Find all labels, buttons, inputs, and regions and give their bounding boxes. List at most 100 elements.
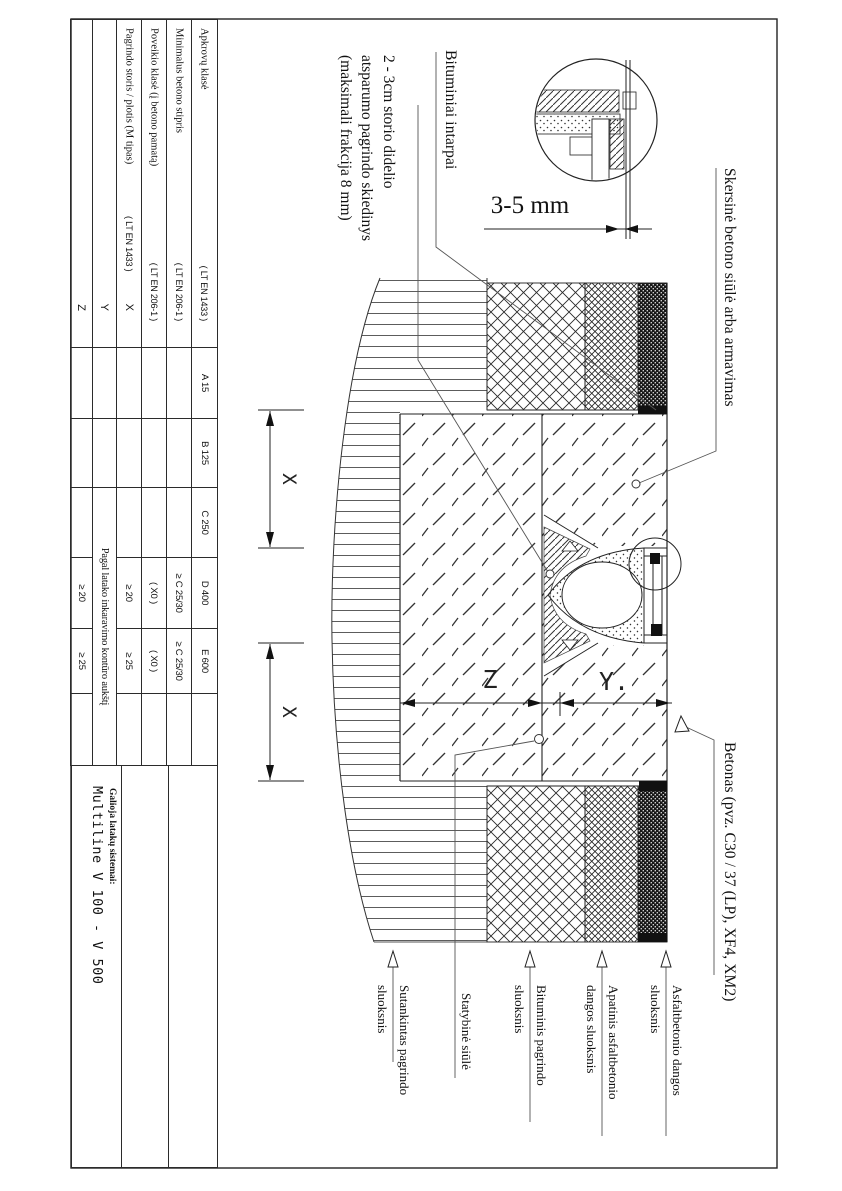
spec-row-exposure-class: Poveikio klasė (į betono pamatą) ( LT EN…: [141, 19, 167, 766]
dimension-label-z: Z: [482, 664, 498, 694]
layer-label-sutankintas-1: Sutankintas pagrindo: [397, 985, 412, 1096]
title-block-system: Galioja latakų sistemai: Multiline V 100…: [72, 766, 121, 1167]
spec-cell: [141, 693, 167, 766]
spec-cell: [166, 418, 192, 488]
callout-skiedinys-line2: atsparumo pagrindo skiedinys: [358, 55, 376, 241]
spec-cell: [191, 693, 218, 766]
leader-statybine: [454, 740, 535, 1078]
layer-label-sutankintas-2: sluoksnis: [375, 985, 390, 1034]
spec-cell: [70, 418, 93, 488]
callout-skiedinys-line3: (maksimali frakcija 8 mm): [337, 55, 354, 221]
layer-label-apatinis-1: Apatinis asfaltbetonio: [606, 985, 621, 1100]
spec-cell: ≥ 25: [70, 628, 93, 694]
spec-cell: D 400: [191, 557, 218, 629]
title-block: Galioja latakų sistemai: Multiline V 100…: [71, 765, 218, 1168]
system-caption: Galioja latakų sistemai:: [107, 788, 117, 885]
leader-skersine: [638, 168, 717, 484]
dimension-label-x-left: X: [278, 473, 300, 485]
spec-label-text: Pagrindo storis / plotis (M tipas): [123, 28, 135, 165]
spec-row-label: Z: [70, 19, 93, 348]
layer-label-apatinis-2: dangos sluoksnis: [584, 985, 599, 1074]
spec-row-label: Apkrovų klasė ( LT EN 1433 ): [191, 19, 218, 348]
spec-row-base-x: Pagrindo storis / plotis (M tipas) ( LT …: [116, 19, 142, 766]
spec-cell: [70, 487, 93, 558]
dimension-label-gap: 3-5 mm: [490, 192, 570, 219]
spec-cell-anchoring-note: Pagal latako inkaravimo kontūro aukštį: [92, 487, 117, 766]
spec-cell: ( X0 ): [141, 557, 167, 629]
callout-bituminiai: Bituminiai intarpai: [442, 50, 459, 170]
spec-cell: [141, 418, 167, 488]
callout-betonas: Betonas (pvz. C30 / 37 (LP), XF4, XM2): [721, 742, 738, 1002]
detail-reference-circle: [628, 537, 682, 591]
dimension-x-right: [258, 642, 304, 782]
system-name: Multiline V 100 - V 500: [89, 786, 105, 985]
spec-row-label: Poveikio klasė (į betono pamatą) ( LT EN…: [141, 19, 167, 348]
spec-label-text: Apkrovų klasė: [199, 28, 210, 90]
concrete-surround: [400, 414, 667, 781]
sheet-frame: [70, 18, 778, 1169]
channel-grate: [643, 547, 667, 644]
spec-row-base-y: Y Pagal latako inkaravimo kontūro aukštį: [92, 19, 117, 766]
callout-skiedinys: 2 - 3cm storio didelio atsparumo pagrind…: [335, 55, 400, 241]
spec-cell: [92, 347, 117, 419]
channel-bore: [561, 561, 643, 629]
spec-cell: C 250: [191, 487, 218, 558]
bituminous-insert-left: [638, 406, 667, 414]
spec-row-base-z: Z ≥ 20 ≥ 25: [70, 19, 93, 766]
layer-label-bituminis-1: Bituminis pagrindo: [534, 985, 549, 1086]
spec-cell: ≥ C 25/30: [166, 628, 192, 694]
spec-cell: [141, 347, 167, 419]
spec-row-concrete-strength: Minimalus betono stipris ( LT EN 206-1 )…: [166, 19, 192, 766]
spec-label-text: Minimalus betono stipris: [173, 28, 185, 133]
spec-cell: ≥ 20: [70, 557, 93, 629]
spec-cell: ( X0 ): [141, 628, 167, 694]
compacted-base-hatch: [331, 278, 487, 942]
spec-cell: B 125: [191, 418, 218, 488]
spec-row-label: Minimalus betono stipris ( LT EN 206-1 ): [166, 19, 192, 348]
spec-cell: [166, 693, 192, 766]
spec-table: Apkrovų klasė ( LT EN 1433 ) A 15 B 125 …: [70, 19, 218, 766]
spec-cell: [166, 347, 192, 419]
spec-cell: [141, 487, 167, 558]
spec-dim-text: X: [123, 303, 135, 311]
spec-cell: [166, 487, 192, 558]
detail-joint-gap: [625, 60, 631, 239]
callout-skersine: Skersinė betono siūlė arba armavimas: [721, 168, 738, 407]
gap-dimension: [484, 225, 652, 233]
spec-norm-text: ( LT EN 206-1 ): [149, 262, 159, 321]
spec-cell: [116, 418, 142, 488]
spec-row-load-class: Apkrovų klasė ( LT EN 1433 ) A 15 B 125 …: [191, 19, 218, 766]
leader-betonas: [685, 726, 715, 975]
spec-cell: [92, 418, 117, 488]
spec-cell: [116, 347, 142, 419]
spec-dim-text: Z: [75, 304, 88, 311]
spec-norm-text: ( LT EN 206-1 ): [174, 262, 184, 321]
pavement-right: [486, 785, 668, 943]
spec-row-label: Y: [92, 19, 117, 348]
layer-label-statybine: Statybinė siūlė: [459, 993, 474, 1070]
spec-cell: ≥ 25: [116, 628, 142, 694]
spec-cell: [116, 487, 142, 558]
pavement-left: [486, 282, 668, 411]
spec-cell: ≥ C 25/30: [166, 557, 192, 629]
spec-cell: E 600: [191, 628, 218, 694]
spec-cell: [70, 693, 93, 766]
spec-cell: [70, 347, 93, 419]
dimension-label-x-right: X: [278, 706, 300, 718]
leader-skiedinys: [417, 105, 549, 573]
dimension-label-y: Y.: [598, 666, 630, 696]
spec-cell: ≥ 20: [116, 557, 142, 629]
layer-label-asfaltbetonio-2: sluoksnis: [648, 985, 663, 1034]
dimension-x-left: [258, 409, 304, 549]
layer-label-asfaltbetonio-1: Asfaltbetonio dangos: [670, 985, 685, 1096]
spec-norm-text: ( LT EN 1433 ): [124, 216, 134, 272]
callout-skiedinys-line1: 2 - 3cm storio didelio: [380, 55, 397, 189]
leader-bituminiai: [435, 52, 657, 411]
bituminous-insert-right: [639, 781, 667, 791]
title-block-empty-1: [168, 766, 217, 1167]
spec-label-text: Poveikio klasė (į betono pamatą): [148, 28, 160, 167]
spec-dim-text: Y: [98, 303, 111, 311]
